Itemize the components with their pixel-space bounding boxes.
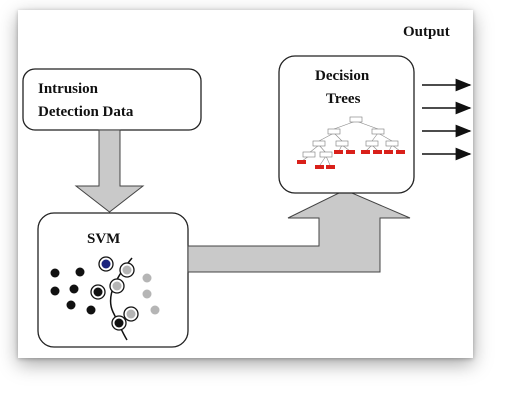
class-b-point [150,305,160,315]
input-data-label-line1: Intrusion [38,81,99,97]
svm-class-b-points [142,273,160,315]
output-label: Output [403,24,450,40]
class-a-point [75,267,85,277]
input-data-label-line2: Detection Data [38,104,134,120]
class-b-point [142,289,152,299]
class-a-point [66,300,76,310]
decision-tree-nodes [302,116,399,158]
decision-trees-label-line1: Decision [315,68,370,84]
class-a-point [50,286,60,296]
input-data-box [22,68,202,131]
down-arrow [74,129,145,213]
elbow-arrow [187,189,411,273]
decision-trees-label-line2: Trees [326,91,361,107]
svm-label: SVM [87,231,120,247]
class-a-point [69,284,79,294]
class-a-point [86,305,96,315]
highlighted-support-vector [101,259,111,269]
svm-class-a-points [50,267,96,315]
svm-support-vectors [90,256,139,331]
decision-tree-leaves [297,150,405,169]
class-b-point [142,273,152,283]
class-a-point [50,268,60,278]
output-arrows [422,78,472,161]
